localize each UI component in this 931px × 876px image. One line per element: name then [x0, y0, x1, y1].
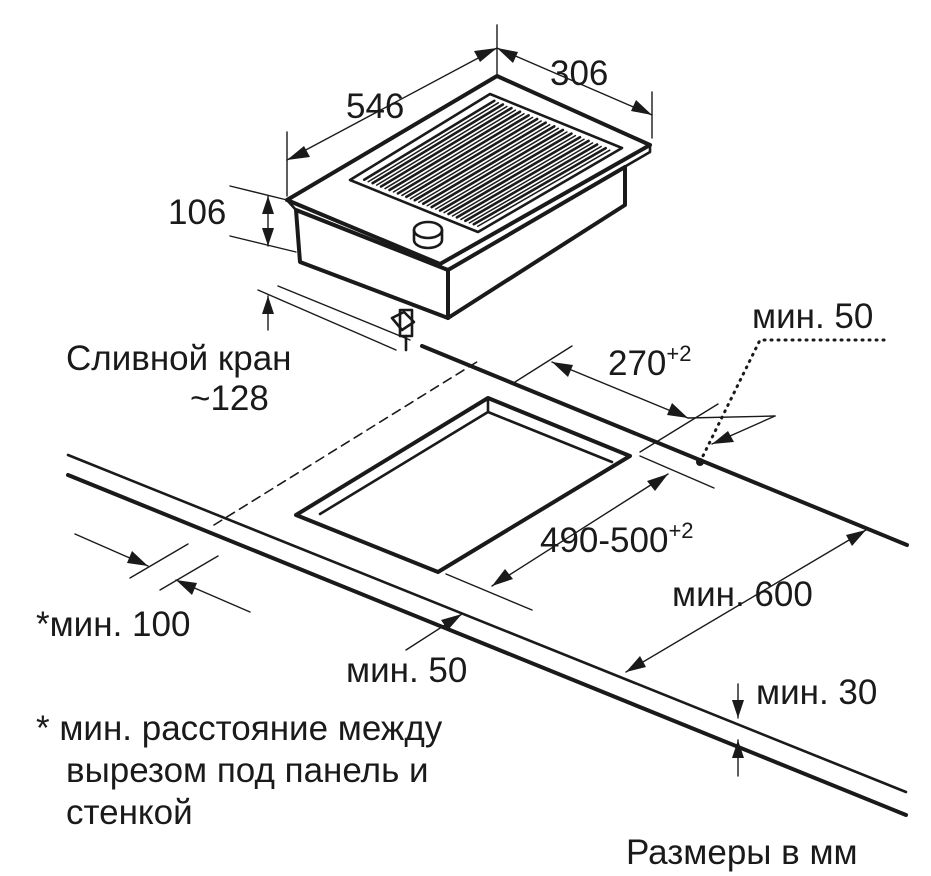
grill-bar: [396, 114, 530, 195]
countertop-front-edge: [66, 473, 908, 817]
dim-min600-label: мин. 600: [672, 575, 813, 614]
wall-projection-line: [213, 359, 481, 526]
dim-min50-right-label: мин. 50: [752, 297, 873, 336]
dim-min100-label: *мин. 100: [36, 605, 190, 644]
grill-bar: [447, 135, 582, 216]
grill-bar: [388, 110, 522, 192]
units-note: Размеры в мм: [626, 833, 858, 872]
grill-bar-shadow: [434, 131, 568, 210]
dim-270-label: 270+2: [608, 341, 692, 383]
grill-bar: [379, 106, 513, 188]
dim-306: 306: [496, 24, 653, 139]
grill-bar-shadow: [392, 113, 525, 193]
grill-bar-shadow: [375, 105, 508, 186]
grill-bar-shadow: [367, 102, 500, 183]
grill-bar-shadow: [477, 149, 611, 228]
dim-min50-front-label: мин. 50: [346, 651, 467, 690]
grill-bar: [405, 117, 539, 199]
cutout-inner-back: [318, 410, 614, 516]
grill-bar-shadow: [418, 123, 551, 204]
drain-label: Сливной кран: [66, 339, 291, 378]
dim-546: 546: [286, 47, 498, 197]
appliance-body-side: [446, 165, 627, 320]
grill-bar-shadow: [384, 109, 517, 190]
control-knob-top: [412, 220, 444, 240]
footnote: * мин. расстояние между вырезом под пане…: [36, 709, 443, 832]
footnote-line1: * мин. расстояние между: [36, 709, 443, 748]
dim-546-label: 546: [346, 87, 404, 126]
grill-bar: [455, 139, 590, 219]
grill-bar-shadow: [451, 138, 585, 217]
cutout: [294, 396, 632, 574]
grill-bar: [464, 143, 599, 223]
appliance-body: [285, 74, 652, 352]
grill-bar: [362, 99, 496, 182]
grill-bar: [430, 128, 565, 209]
appliance-top-outline: [285, 74, 652, 266]
countertop-back-edge: [420, 344, 909, 547]
grill-bar: [472, 146, 608, 226]
cutout-outer: [294, 396, 632, 574]
drain-value: ~128: [190, 379, 269, 418]
dim-min50-right: мин. 50: [687, 297, 892, 466]
appliance-body-front: [294, 208, 450, 320]
dim-min600: мин. 600: [625, 529, 867, 673]
grill-bar: [421, 125, 556, 206]
dim-drain: Сливной кран ~128: [66, 285, 411, 418]
dim-270: 270+2: [514, 341, 719, 453]
dim-306-label: 306: [550, 54, 608, 93]
grill-bars: [362, 99, 611, 228]
grill-bar-shadow: [401, 116, 534, 197]
grill-bar-shadow: [409, 120, 542, 200]
dim-min30-label: мин. 30: [756, 673, 877, 712]
dim-490-500: 490-500+2: [445, 455, 715, 611]
control-knob-side: [412, 228, 444, 250]
drain-tap: [390, 308, 416, 352]
dim-min30: мин. 30: [732, 673, 877, 777]
grill-bar: [413, 121, 548, 202]
dim-min100: *мин. 100: [36, 533, 251, 644]
grill-bar-shadow: [443, 134, 577, 214]
grill-bar-shadow: [468, 145, 602, 224]
footnote-line3: стенкой: [66, 793, 193, 832]
dim-490-500-label: 490-500+2: [540, 518, 694, 560]
grill-bar: [438, 132, 573, 212]
grill-bar-shadow: [460, 142, 594, 221]
grill-frame: [348, 92, 624, 234]
dim-min50-front: мин. 50: [346, 613, 467, 690]
footnote-line2: вырезом под панель и: [66, 751, 429, 790]
grill-bar: [371, 103, 505, 185]
countertop-front-top-line: [66, 453, 908, 794]
dim-106-label: 106: [168, 193, 226, 232]
grill-bar-shadow: [426, 127, 560, 207]
countertop: [66, 344, 909, 817]
dim-106: 106: [168, 185, 297, 253]
